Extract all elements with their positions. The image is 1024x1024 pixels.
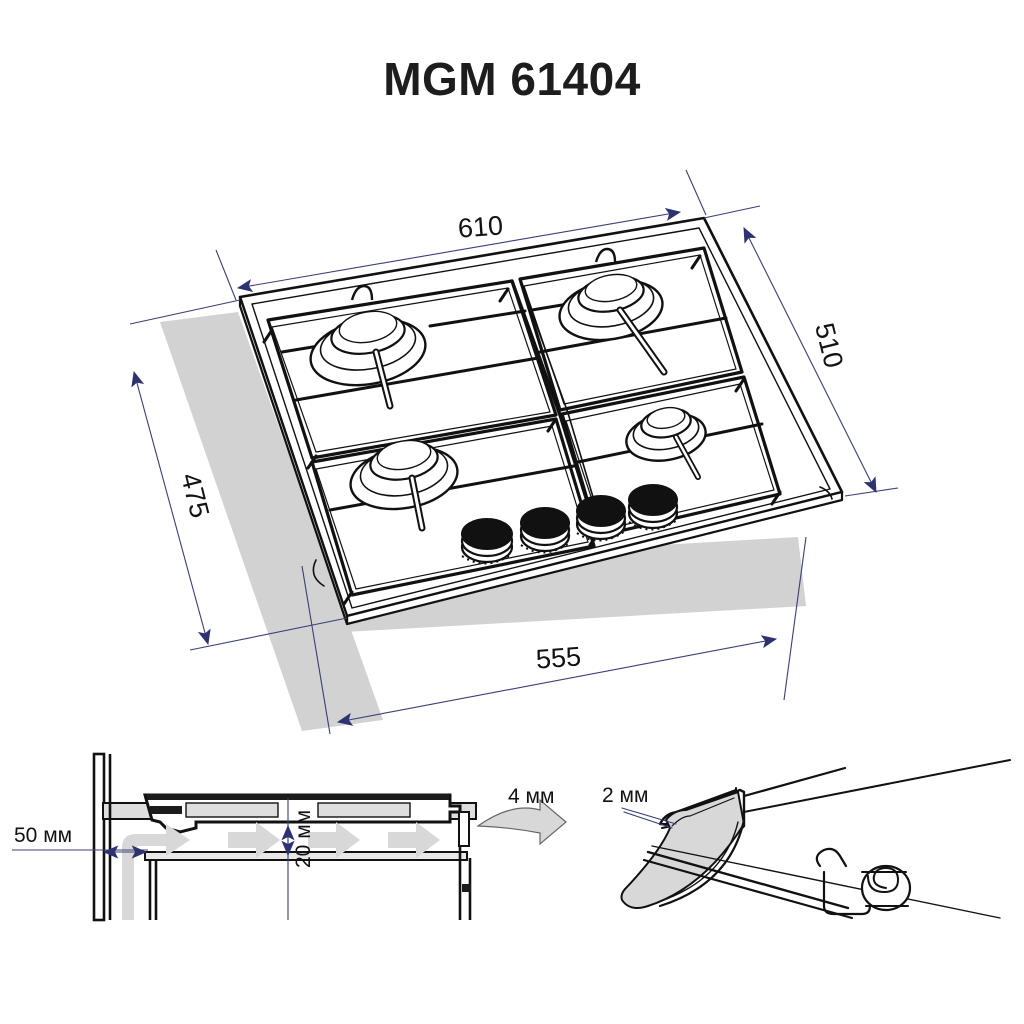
section-view [12, 752, 567, 922]
section-dimensions [12, 798, 295, 920]
burner-front-left [349, 439, 459, 532]
dimension-label-cutout-width: 555 [534, 641, 583, 675]
dimension-label-gasket-thickness: 2 мм [602, 784, 649, 807]
knob-3[interactable] [575, 495, 627, 542]
knob-1[interactable] [460, 518, 514, 565]
dimension-label-worktop-thickness: 4 мм [508, 785, 555, 808]
detail-view [620, 759, 1011, 920]
airflow-arrows [122, 822, 440, 920]
dimension-label-ventilation-gap: 20 мм [292, 809, 315, 868]
page-title: MGM 61404 [383, 53, 641, 105]
knob-2[interactable] [519, 507, 571, 554]
knob-4[interactable] [627, 484, 679, 531]
burner-rear-left [309, 284, 427, 410]
dimension-lines-main [129, 169, 899, 735]
dimension-label-rear-clearance: 50 мм [14, 824, 73, 847]
control-knobs[interactable] [460, 484, 679, 565]
worktop-thickness-arrow [476, 798, 567, 846]
dimension-label-width-overall: 610 [456, 210, 505, 244]
burner-front-right [625, 406, 707, 480]
